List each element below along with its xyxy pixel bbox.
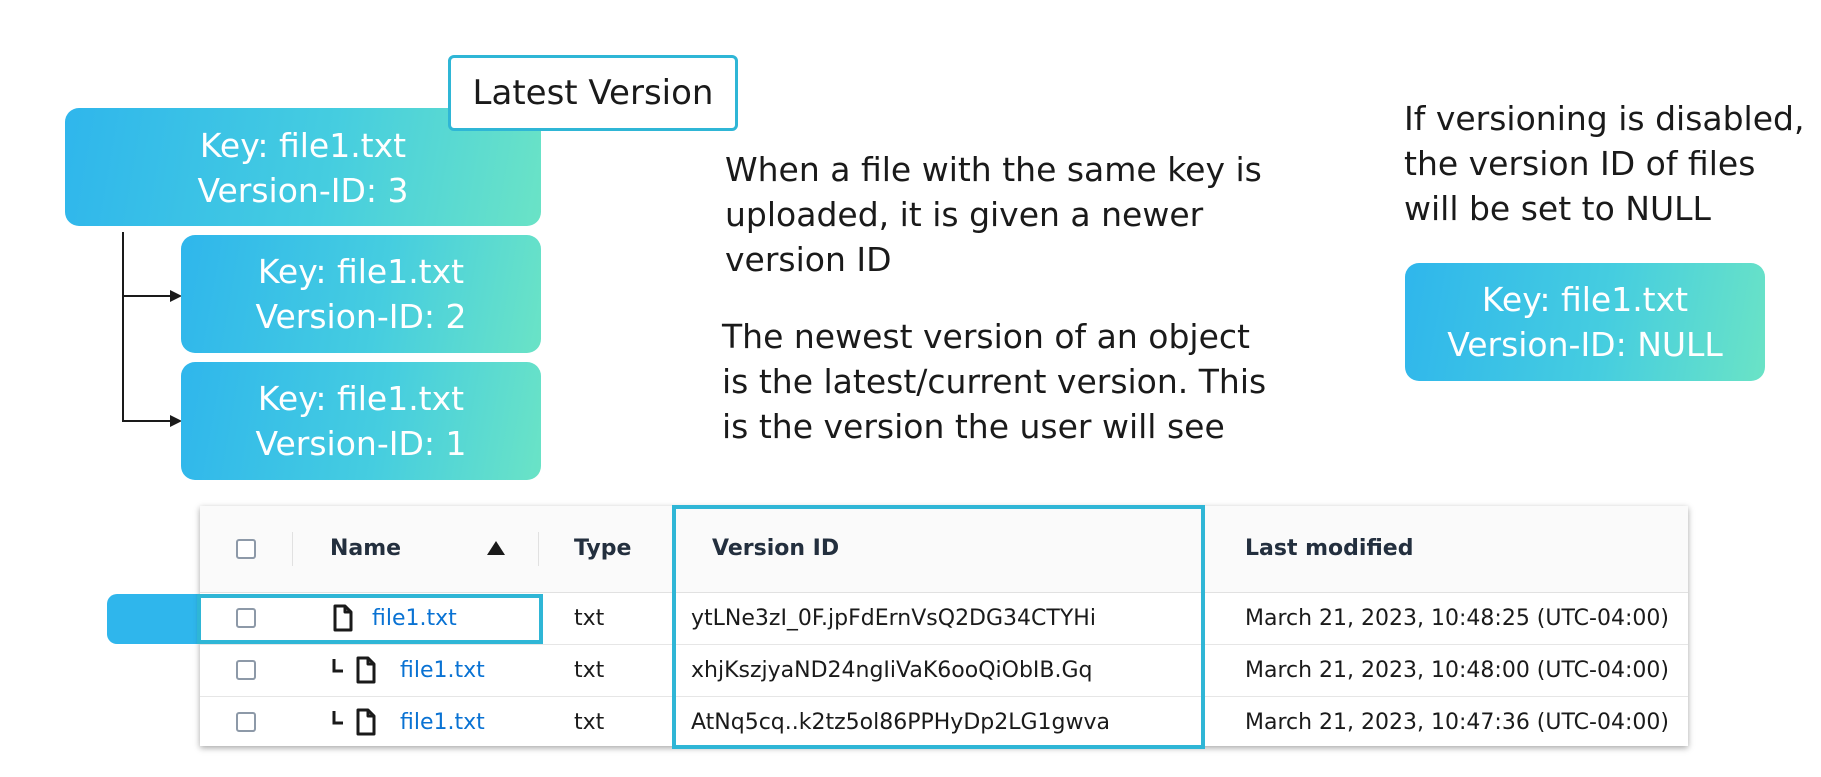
header-type[interactable]: Type [574,536,632,561]
version-branch-icon [332,711,343,725]
upload-line-2: uploaded, it is given a newer [725,195,1204,234]
version-id: ytLNe3zI_0F.jpFdErnVsQ2DG34CTYHi [691,606,1096,631]
version-box-null: Key: file1.txt Version-ID: NULL [1405,263,1765,381]
disabled-line-1: If versioning is disabled, [1404,99,1805,138]
last-modified: March 21, 2023, 10:48:00 (UTC-04:00) [1245,658,1669,683]
latest-row-highlight [197,594,543,644]
row-checkbox[interactable] [236,608,256,628]
column-divider [538,532,539,566]
file-name-link[interactable]: file1.txt [372,606,457,631]
version-box-1: Key: file1.txt Version-ID: 1 [181,362,541,480]
disabled-line-2: the version ID of files [1404,144,1756,183]
table-row[interactable]: file1.txt txt ytLNe3zI_0F.jpFdErnVsQ2DG3… [200,593,1688,645]
row-checkbox[interactable] [236,660,256,680]
file-type: txt [574,658,605,683]
newest-explanation: The newest version of an object is the l… [722,314,1266,449]
version-id: AtNq5cq..k2tz5ol86PPHyDp2LG1gwva [691,710,1110,735]
row-checkbox[interactable] [236,712,256,732]
version-id-column-highlight [672,505,1205,749]
sort-ascending-icon[interactable] [487,541,505,555]
version-box-1-key: Key: file1.txt [257,379,465,418]
newest-line-3: is the version the user will see [722,407,1225,446]
upload-line-1: When a file with the same key is [725,150,1262,189]
version-box-1-version: Version-ID: 1 [255,424,467,463]
version-box-null-key: Key: file1.txt [1481,280,1689,319]
file-icon [356,708,376,736]
arrow-right-icon [170,415,182,427]
table-header-row: Name Type Version ID Last modified [200,506,1688,593]
version-box-null-version: Version-ID: NULL [1447,325,1723,364]
file-type: txt [574,606,605,631]
tree-connector-branch-2 [122,295,172,297]
table-row[interactable]: file1.txt txt xhjKszjyaND24ngIiVaK6ooQiO… [200,645,1688,697]
version-box-3-key: Key: file1.txt [199,126,407,165]
file-icon [356,656,376,684]
disabled-explanation: If versioning is disabled, the version I… [1404,96,1804,231]
version-branch-icon [332,659,343,673]
newest-line-2: is the latest/current version. This [722,362,1267,401]
header-last-modified[interactable]: Last modified [1245,536,1414,561]
file-type: txt [574,710,605,735]
newest-line-1: The newest version of an object [722,317,1250,356]
version-box-2: Key: file1.txt Version-ID: 2 [181,235,541,353]
arrow-right-icon [170,290,182,302]
header-version-id[interactable]: Version ID [712,536,840,561]
version-box-2-version: Version-ID: 2 [255,297,467,336]
table-row[interactable]: file1.txt txt AtNq5cq..k2tz5ol86PPHyDp2L… [200,697,1688,748]
disabled-line-3: will be set to NULL [1404,189,1711,228]
last-modified: March 21, 2023, 10:48:25 (UTC-04:00) [1245,606,1669,631]
upload-explanation: When a file with the same key is uploade… [725,147,1262,282]
last-modified: March 21, 2023, 10:47:36 (UTC-04:00) [1245,710,1669,735]
upload-line-3: version ID [725,240,892,279]
tree-connector-branch-1 [122,420,172,422]
versions-table: Name Type Version ID Last modified file1… [200,506,1688,746]
version-id: xhjKszjyaND24ngIiVaK6ooQiObIB.Gq [691,658,1093,683]
version-box-3-version: Version-ID: 3 [197,171,409,210]
latest-version-label: Latest Version [448,55,738,131]
file-icon [333,604,353,632]
file-name-link[interactable]: file1.txt [400,710,485,735]
file-name-link[interactable]: file1.txt [400,658,485,683]
header-name[interactable]: Name [330,536,402,561]
select-all-checkbox[interactable] [236,539,256,559]
highlight-tab [107,594,199,644]
column-divider [292,532,293,566]
version-box-2-key: Key: file1.txt [257,252,465,291]
tree-connector-vertical [122,232,124,421]
